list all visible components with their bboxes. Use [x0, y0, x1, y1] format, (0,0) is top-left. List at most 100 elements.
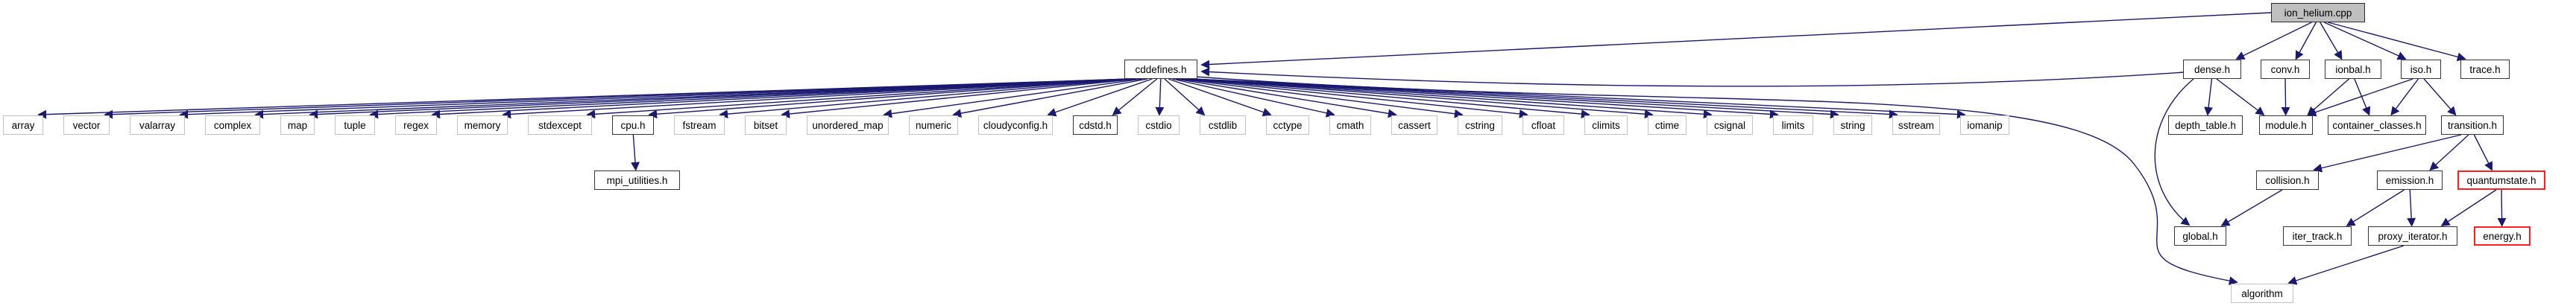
node-energy[interactable]: energy.h	[2474, 226, 2531, 246]
node-complex: complex	[205, 115, 260, 135]
node-cmath: cmath	[1329, 115, 1371, 135]
node-iomanip: iomanip	[1960, 115, 2009, 135]
node-cloudyconfig: cloudyconfig.h	[978, 115, 1053, 135]
node-algorithm: algorithm	[2231, 284, 2293, 303]
node-cassert: cassert	[1391, 115, 1437, 135]
edge-cddefines-cdstd	[1112, 78, 1158, 116]
edge-ion_helium-conv	[2295, 22, 2317, 60]
node-transition[interactable]: transition.h	[2441, 115, 2504, 135]
node-global[interactable]: global.h	[2174, 226, 2226, 246]
node-stdexcept: stdexcept	[528, 115, 592, 135]
node-limits: limits	[1773, 115, 1813, 135]
node-string: string	[1833, 115, 1872, 135]
edge-iso-container_classes	[2390, 78, 2419, 116]
edge-cddefines-regex	[431, 78, 1131, 119]
edge-cddefines-cassert	[1176, 78, 1397, 118]
node-csignal: csignal	[1707, 115, 1753, 135]
edge-cddefines-cpu	[648, 78, 1131, 119]
edge-dense-depth_table	[2204, 78, 2214, 116]
edge-emission-proxy_iterator	[2407, 189, 2416, 227]
node-tuple: tuple	[335, 115, 375, 135]
edge-transition-emission	[2429, 134, 2469, 171]
edge-cddefines-algorithm	[1195, 76, 2238, 286]
node-dense[interactable]: dense.h	[2183, 60, 2241, 79]
node-cstdlib: cstdlib	[1200, 115, 1246, 135]
edge-cddefines-cloudyconfig	[1047, 78, 1153, 117]
node-unordered_map: unordered_map	[807, 115, 889, 135]
node-cdstd[interactable]: cdstd.h	[1073, 115, 1118, 135]
node-ionbal[interactable]: ionbal.h	[2325, 60, 2381, 79]
node-regex: regex	[395, 115, 437, 135]
node-cfloat: cfloat	[1522, 115, 1564, 135]
node-container_classes[interactable]: container_classes.h	[2328, 115, 2426, 135]
node-mpi_utilities[interactable]: mpi_utilities.h	[594, 170, 680, 190]
edge-cddefines-unordered_map	[883, 78, 1142, 118]
edge-dense-module	[2216, 78, 2265, 116]
edge-cddefines-cstdio	[1155, 78, 1165, 116]
edge-transition-quantumstate	[2473, 134, 2492, 171]
node-quantumstate[interactable]: quantumstate.h	[2457, 170, 2545, 190]
edge-quantumstate-energy	[2497, 189, 2507, 227]
node-sstream: sstream	[1892, 115, 1940, 135]
node-iso[interactable]: iso.h	[2401, 60, 2441, 79]
edge-cddefines-numeric	[952, 78, 1147, 118]
node-ion_helium[interactable]: ion_helium.cpp	[2271, 3, 2365, 22]
node-cstdio: cstdio	[1138, 115, 1180, 135]
node-emission[interactable]: emission.h	[2377, 170, 2443, 190]
edge-cddefines-cctype	[1168, 78, 1272, 117]
edge-cddefines-cfloat	[1183, 78, 1528, 118]
edge-emission-iter_track	[2346, 189, 2405, 226]
node-module[interactable]: module.h	[2259, 115, 2313, 135]
node-memory: memory	[457, 115, 508, 135]
edge-quantumstate-proxy_iterator	[2440, 189, 2497, 226]
node-conv[interactable]: conv.h	[2261, 60, 2310, 79]
edge-iso-module	[2307, 78, 2413, 117]
node-climits: climits	[1584, 115, 1628, 135]
node-proxy_iterator[interactable]: proxy_iterator.h	[2368, 226, 2457, 246]
edge-ion_helium-trace	[2328, 22, 2466, 62]
node-trace[interactable]: trace.h	[2460, 60, 2510, 79]
node-collision[interactable]: collision.h	[2256, 170, 2319, 190]
edge-cddefines-csignal	[1191, 78, 1713, 119]
edge-cpu-mpi_utilities	[631, 134, 640, 171]
edge-ion_helium-dense	[2235, 22, 2312, 60]
node-map: map	[280, 115, 315, 135]
node-numeric: numeric	[909, 115, 958, 135]
edge-cddefines-ctime	[1191, 78, 1654, 119]
node-cctype: cctype	[1266, 115, 1309, 135]
edge-cddefines-stdexcept	[586, 78, 1131, 119]
edge-cddefines-memory	[502, 78, 1131, 119]
edge-cddefines-cstdlib	[1164, 78, 1206, 116]
edge-cddefines-bitset	[781, 78, 1138, 118]
edge-cddefines-climits	[1187, 78, 1590, 119]
edge-ionbal-module	[2307, 78, 2350, 116]
edge-collision-global	[2220, 189, 2283, 226]
node-cpu[interactable]: cpu.h	[612, 115, 654, 135]
edge-proxy_iterator-algorithm	[2287, 245, 2405, 285]
node-cstring: cstring	[1458, 115, 1502, 135]
edge-cddefines-cmath	[1172, 78, 1335, 118]
node-depth_table[interactable]: depth_table.h	[2168, 115, 2243, 135]
edge-cddefines-fstream	[719, 78, 1133, 119]
edge-iso-transition	[2423, 78, 2457, 116]
edge-dense-global	[2154, 78, 2194, 226]
edge-ion_helium-cddefines	[1200, 12, 2272, 69]
node-iter_track[interactable]: iter_track.h	[2283, 226, 2352, 246]
edge-cddefines-sstream	[1191, 78, 1898, 119]
node-ctime: ctime	[1648, 115, 1687, 135]
edge-transition-collision	[2313, 134, 2462, 173]
node-array: array	[3, 115, 43, 135]
edge-cddefines-cstring	[1180, 78, 1464, 118]
edge-dense-cddefines	[1200, 67, 2185, 87]
node-cddefines[interactable]: cddefines.h	[1124, 60, 1197, 79]
node-fstream: fstream	[674, 115, 725, 135]
edge-cddefines-tuple	[369, 78, 1131, 119]
edge-conv-module	[2281, 78, 2290, 116]
edge-ion_helium-ionbal	[2320, 22, 2343, 60]
edge-ion_helium-iso	[2323, 22, 2407, 60]
node-bitset: bitset	[745, 115, 787, 135]
node-vector: vector	[63, 115, 110, 135]
node-valarray: valarray	[130, 115, 185, 135]
